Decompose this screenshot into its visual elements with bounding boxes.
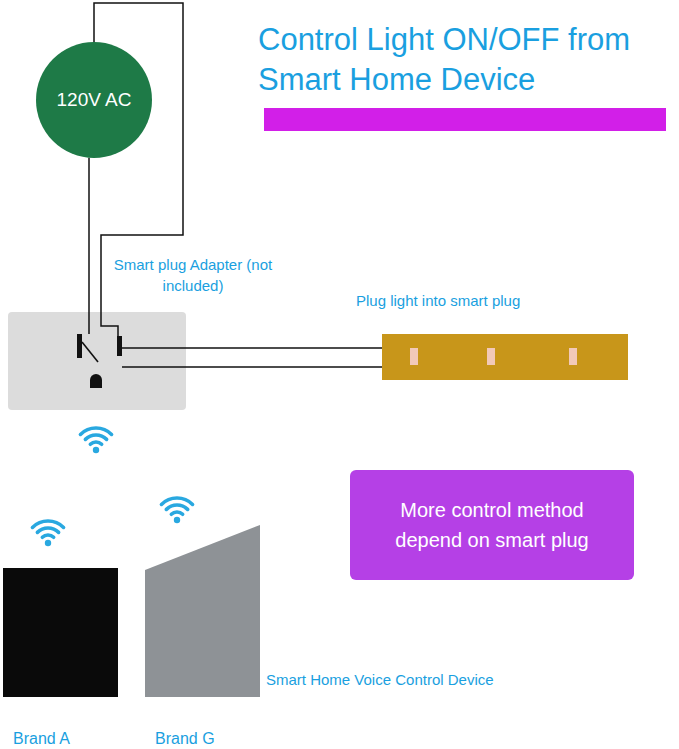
node-text: More control method depend on smart plug: [350, 470, 634, 580]
ground-hole: [90, 374, 102, 388]
note-box: More control method depend on smart plug: [350, 470, 634, 580]
wifi-dot: [174, 517, 180, 523]
led-pad: [487, 348, 495, 365]
circle-outline: [36, 42, 152, 158]
wifi-arc: [166, 505, 187, 509]
plug-body: [8, 312, 186, 410]
light-strip: Plug light into smart plug: [382, 334, 628, 380]
strip-body: [382, 334, 628, 380]
shape: [350, 470, 634, 580]
node-text: Brand G: [155, 730, 215, 748]
led-pad: [569, 348, 577, 365]
wire-end: [88, 312, 90, 334]
wifi-arc: [85, 435, 106, 439]
device-body: [145, 525, 260, 697]
accent-bar: [264, 108, 666, 131]
wire-end: [101, 312, 118, 348]
wifi-arc: [32, 521, 63, 527]
relay-switch: [82, 342, 98, 362]
wifi-arc: [90, 442, 101, 444]
voice-device: Brand G: [145, 525, 260, 697]
title: Control Light ON/OFF from Smart Home Dev…: [258, 20, 650, 100]
shape: [8, 312, 186, 410]
wifi-arc: [161, 498, 192, 504]
shape: [145, 525, 260, 697]
shape: [3, 568, 118, 697]
node-text: Brand A: [13, 730, 70, 748]
device-body: [3, 568, 118, 697]
node-text: Plug light into smart plug: [356, 292, 520, 309]
wifi-icons: [32, 428, 192, 546]
wifi-arc: [42, 535, 53, 537]
box-outline: [350, 470, 634, 580]
wifi-dot: [45, 540, 51, 546]
wifi-arc: [37, 528, 58, 532]
led-pad: [410, 348, 418, 365]
caption-label: Smart Home Voice Control Device: [266, 671, 494, 688]
node-text: 120V AC: [36, 42, 152, 158]
outlet-slot: [77, 334, 82, 358]
shape: [382, 334, 628, 380]
outlet-slot: [117, 336, 122, 356]
wifi-arc: [80, 428, 111, 434]
node-text: Smart plug Adapter (not included): [108, 254, 278, 296]
voice-device: Brand A: [3, 568, 118, 697]
wire-end: [122, 348, 186, 367]
wire-connector: [88, 158, 90, 312]
smart-plug-box: Smart plug Adapter (not included): [8, 312, 186, 410]
wire-connector: [186, 347, 382, 349]
wifi-dot: [93, 447, 99, 453]
power-source-circle: 120V AC: [36, 42, 152, 158]
wifi-arc: [171, 512, 182, 514]
